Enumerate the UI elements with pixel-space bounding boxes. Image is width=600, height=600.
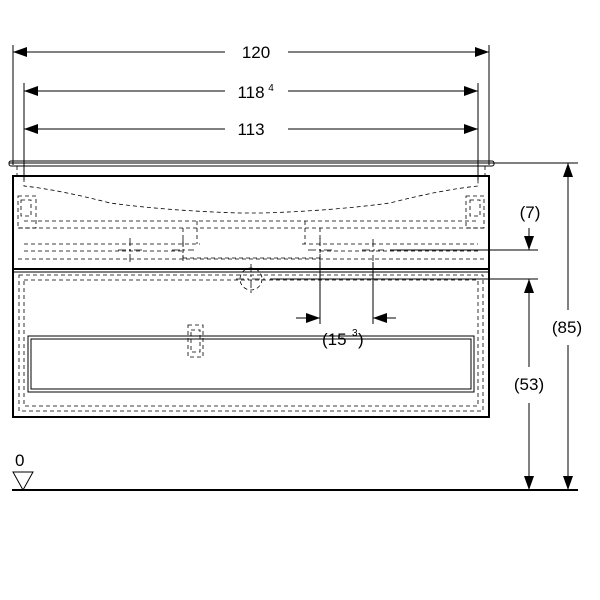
mounting-point-2	[172, 239, 194, 261]
height-total-label: (85)	[552, 318, 582, 337]
spacing-label: (15	[322, 330, 347, 349]
basin-outline	[18, 178, 484, 260]
dimension-spacing: (15 3 )	[296, 262, 396, 349]
mounting-point-3	[308, 238, 332, 262]
mounting-point-1	[118, 238, 142, 262]
width-3-label: 113	[237, 120, 264, 139]
width-2-label: 118	[237, 83, 264, 102]
floor-line: 0	[12, 451, 578, 492]
cabinet-body	[12, 175, 490, 418]
spacing-sup-label: 3	[352, 328, 358, 339]
left-bracket	[17, 195, 37, 229]
offset-top-label: (7)	[520, 203, 541, 222]
dimension-height-lower: (53)	[514, 279, 544, 490]
lower-drawer	[18, 274, 484, 412]
overall-width-label: 120	[242, 43, 270, 62]
height-lower-label: (53)	[514, 375, 544, 394]
dimension-overall-width: 120	[12, 43, 490, 165]
dimension-width-3: 113	[23, 120, 479, 180]
mounting-point-4	[362, 239, 384, 261]
drawer-handle	[187, 324, 204, 358]
width-2-sup-label: 4	[268, 83, 274, 94]
dimension-offset-top: (7)	[270, 203, 541, 280]
floor-level-label: 0	[15, 451, 24, 470]
dimension-height-total: (85)	[538, 162, 582, 490]
spacing-close-label: )	[358, 330, 364, 349]
right-bracket	[465, 195, 485, 229]
countertop	[8, 160, 538, 180]
drain-outlet	[236, 264, 266, 294]
